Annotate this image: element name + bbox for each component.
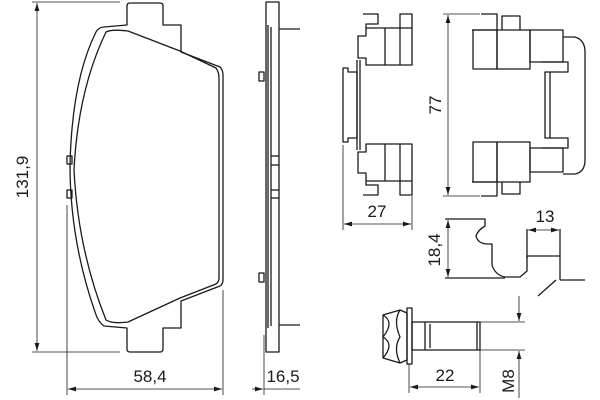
pad-thickness-label: 16,5 — [266, 367, 299, 386]
pad-front-view — [66, 2, 224, 353]
pad-side-view — [258, 1, 300, 353]
bolt — [382, 307, 481, 365]
dimension-bolt-thread: M8 — [480, 296, 525, 398]
clip-length-label: 77 — [426, 96, 445, 115]
pad-width-label: 58,4 — [133, 367, 166, 386]
pad-height-label: 131,9 — [13, 156, 32, 199]
clip-front-view — [472, 13, 586, 197]
dimension-clip-length: 77 — [426, 13, 480, 197]
bolt-length-label: 22 — [436, 366, 455, 385]
clip-side-view — [342, 13, 413, 196]
spring-height-label: 18,4 — [425, 233, 444, 266]
dimension-bolt-length: 22 — [408, 350, 481, 393]
dimension-pad-thickness: 16,5 — [252, 335, 300, 395]
dimension-spring-height: 18,4 — [425, 220, 451, 277]
spring-width-label: 13 — [536, 207, 555, 226]
clip-depth-label: 27 — [368, 202, 387, 221]
bolt-thread-label: M8 — [499, 369, 518, 393]
dimension-pad-height: 131,9 — [13, 1, 120, 353]
dimension-spring-width: 13 — [528, 207, 559, 233]
dimension-pad-width: 58,4 — [66, 205, 224, 395]
dimension-clip-depth: 27 — [342, 145, 413, 230]
spring-clip — [445, 218, 585, 297]
